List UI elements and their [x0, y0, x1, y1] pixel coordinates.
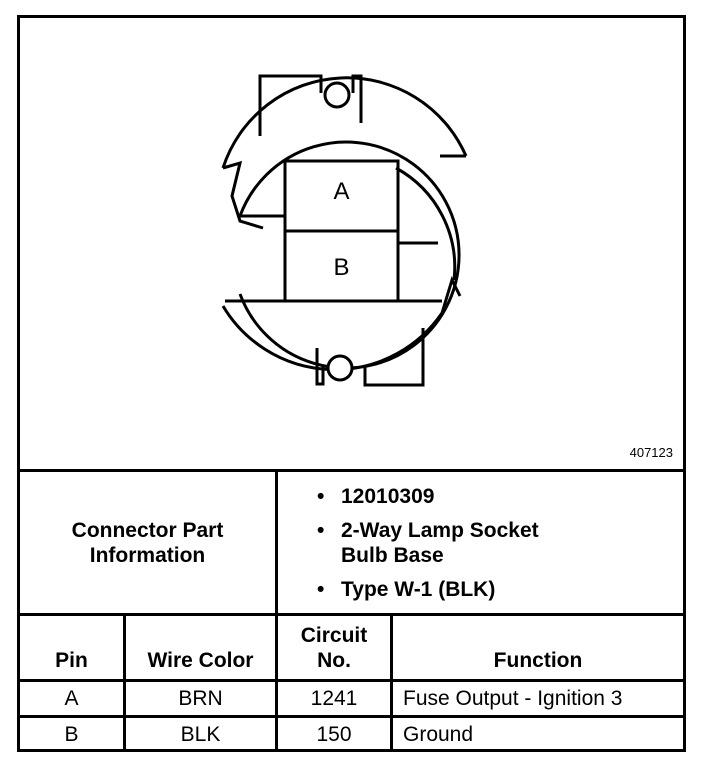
row-a-wire-color: BRN	[178, 686, 223, 710]
top-clip	[323, 81, 351, 109]
header-function-label: Function	[493, 649, 583, 672]
row-b-circuit: 150	[316, 723, 352, 746]
connector-description: 2-Way Lamp Socket Bulb Base	[341, 519, 539, 567]
info-bullet: • 2-Way Lamp Socket Bulb Base	[317, 518, 677, 568]
figure-id: 407123	[629, 445, 673, 460]
right-lower-tab	[440, 275, 462, 314]
connector-type: Type W-1 (BLK)	[341, 578, 496, 601]
header-wire-color: Wire Color	[126, 616, 275, 673]
info-bullet: • Type W-1 (BLK)	[317, 577, 677, 602]
row-b-function: Ground	[403, 723, 474, 746]
rule-info-divider	[275, 469, 278, 616]
rule-header	[20, 679, 683, 682]
inner-ring	[238, 140, 461, 370]
inner-ring-right	[395, 166, 457, 281]
connector-frame: A B 407123 Connector Part Information • …	[17, 15, 686, 752]
top-key	[258, 74, 323, 136]
bottom-key	[363, 328, 425, 387]
row-a-pin: A	[64, 686, 79, 710]
part-number: 12010309	[341, 485, 435, 508]
connector-diagram	[221, 74, 468, 387]
header-circuit: Circuit No.	[278, 616, 390, 673]
info-bullet: • 12010309	[317, 484, 677, 509]
header-pin-label: Pin	[55, 649, 88, 672]
row-b-wire-color: BLK	[180, 723, 221, 746]
header-circuit-line2: No.	[317, 649, 351, 672]
bottom-key-left	[315, 348, 325, 386]
row-a-circuit: 1241	[310, 686, 358, 710]
rule-row-a	[20, 715, 683, 718]
row-a-function: Fuse Output - Ignition 3	[403, 686, 623, 710]
cavity-label-b: B	[333, 254, 350, 281]
connector-info-list: • 12010309 • 2-Way Lamp Socket Bulb Base…	[317, 484, 677, 611]
rule-col-wire	[275, 613, 278, 752]
rule-col-pin	[123, 613, 126, 752]
bullet-dot: •	[317, 519, 325, 542]
header-wire-color-label: Wire Color	[147, 649, 254, 672]
top-key-right	[351, 74, 363, 123]
left-tab	[222, 160, 264, 230]
connector-part-label-line1: Connector Part	[71, 518, 224, 542]
row-b-pin: B	[64, 723, 79, 746]
rule-info	[20, 613, 683, 616]
header-pin: Pin	[20, 616, 123, 673]
rule-col-circuit	[390, 613, 393, 752]
cavity-label-a: A	[333, 178, 350, 205]
header-function: Function	[393, 616, 683, 673]
bottom-clip	[326, 354, 354, 382]
connector-part-label: Connector Part Information	[20, 472, 275, 613]
rule-diagram	[20, 469, 683, 472]
connector-part-label-line2: Information	[89, 543, 206, 567]
bullet-dot: •	[317, 578, 325, 601]
outer-ring-top	[221, 76, 468, 169]
bullet-dot: •	[317, 485, 325, 508]
header-circuit-line1: Circuit	[300, 624, 368, 647]
